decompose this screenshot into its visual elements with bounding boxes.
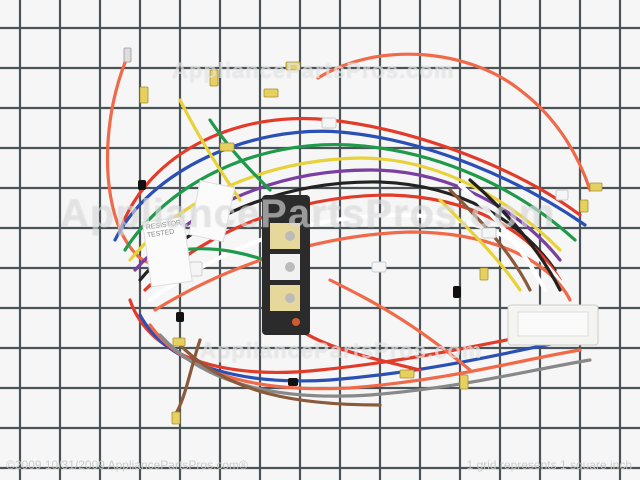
watermark-middle: AppliancePartsPros.com	[60, 192, 556, 236]
terminal-block	[262, 195, 310, 335]
watermark-lower: AppliancePartsPros.com	[200, 338, 483, 363]
copyright-text: ©2009 10/31/2009 AppliancePartsPros.com®	[6, 458, 248, 472]
watermark-top: AppliancePartsPros.com	[172, 58, 455, 83]
white-connector	[507, 304, 599, 346]
scale-note: 1 grid represents 1 square inch	[466, 458, 632, 472]
